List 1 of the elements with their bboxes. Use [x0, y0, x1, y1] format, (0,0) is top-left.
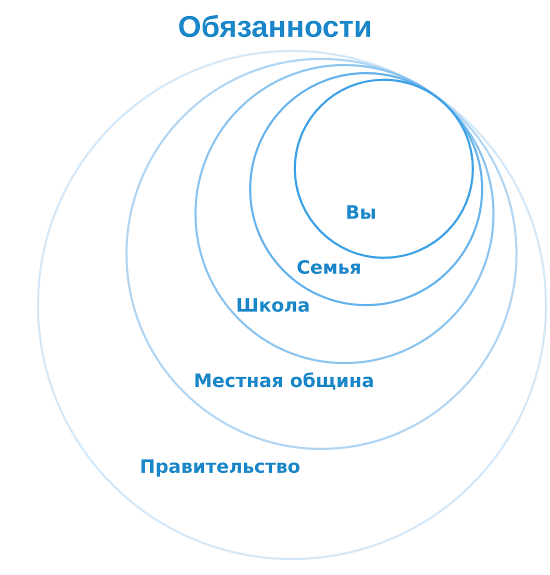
title: Обязанности — [179, 14, 370, 38]
